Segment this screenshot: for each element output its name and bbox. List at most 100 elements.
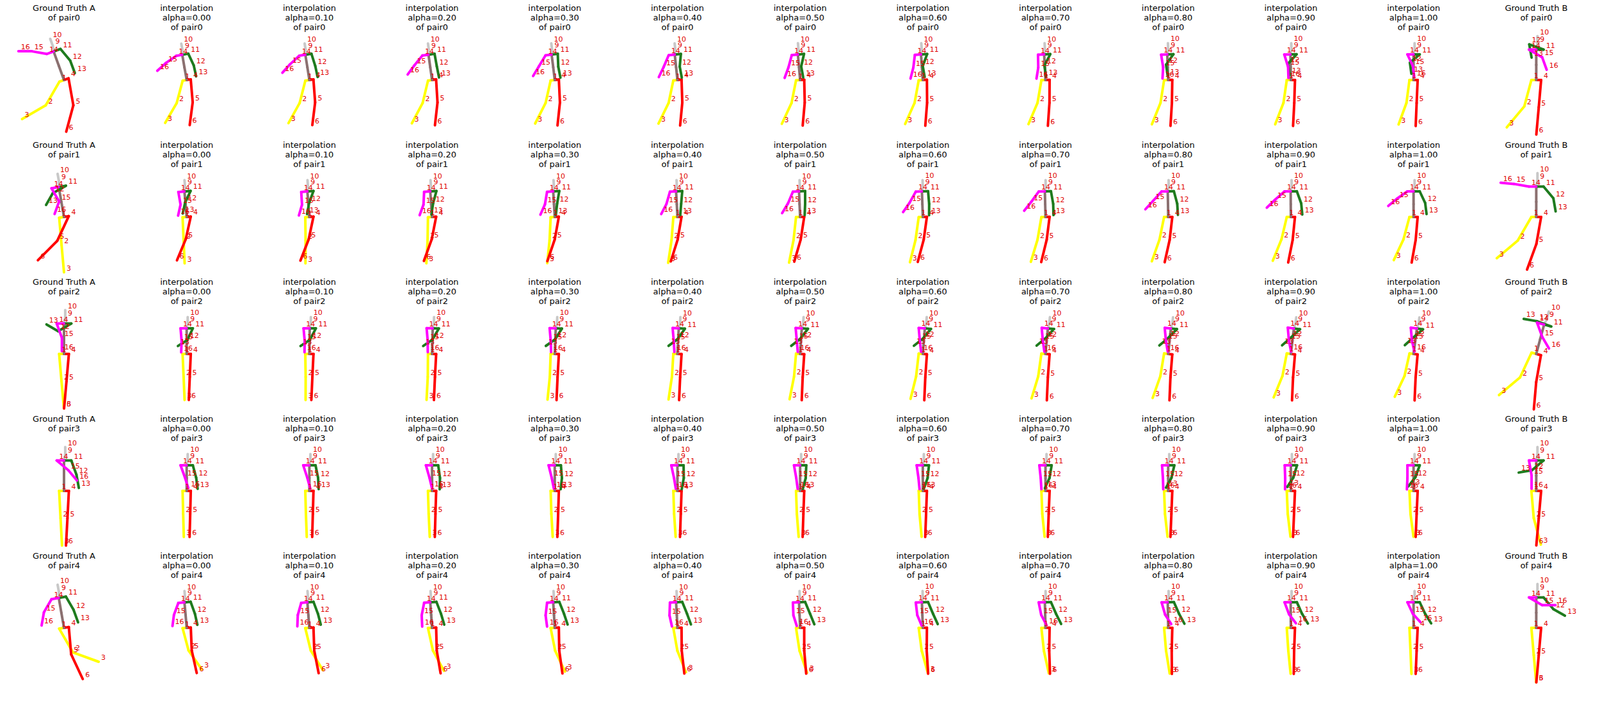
joint-number: 16 [1416, 69, 1426, 77]
skeleton-bone [53, 51, 59, 66]
joint-number: 5 [437, 369, 443, 377]
skeleton-bone [680, 102, 683, 126]
joint-number: 14 [1164, 594, 1174, 602]
joint-number: 5 [194, 642, 200, 650]
joint-number: 10 [1539, 28, 1549, 36]
skeleton-bone [190, 79, 193, 103]
joint-number: 2 [673, 232, 679, 240]
panel-title: interpolation alpha=0.70 of pair4 [1018, 551, 1072, 581]
joint-number: 11 [684, 183, 694, 191]
skeleton-bone [1275, 103, 1284, 125]
joint-number: 3 [537, 115, 543, 123]
joint-number: 2 [1167, 506, 1172, 514]
joint-number: 5 [439, 643, 444, 651]
joint-number: 16 [183, 344, 193, 352]
joint-number: 10 [801, 583, 811, 591]
joint-number: 13 [446, 616, 456, 624]
skeleton-bone [802, 102, 805, 126]
joint-number: 3 [1397, 389, 1402, 397]
joint-number: 16 [922, 481, 932, 489]
skeleton-bone [1047, 377, 1049, 401]
joint-number: 11 [808, 457, 818, 465]
joint-number: 6 [314, 529, 320, 537]
skeleton-bone [303, 465, 308, 478]
joint-number: 5 [926, 231, 931, 239]
skeleton-bone [549, 353, 551, 377]
skeleton-bone [41, 612, 45, 626]
joint-number: 14 [183, 457, 192, 465]
skeleton-bone [426, 465, 431, 478]
joint-number: 2 [924, 643, 929, 651]
joint-number: 4 [684, 620, 689, 628]
joint-number: 12 [1173, 470, 1183, 478]
joint-number: 3 [204, 661, 209, 669]
joint-number: 5 [314, 369, 320, 377]
skeleton-bone [1517, 216, 1531, 241]
joint-number: 15 [71, 462, 80, 470]
skeleton-bone [1283, 478, 1287, 490]
skeleton-bone [305, 490, 306, 514]
skeleton-bone [801, 53, 804, 67]
skeleton-bone [64, 381, 67, 409]
skeleton-bone [673, 490, 674, 514]
skeleton-bone [1405, 478, 1409, 490]
joint-number: 14 [49, 46, 59, 54]
joint-number: 3 [1501, 387, 1506, 395]
joint-number: 13 [807, 207, 816, 215]
skeleton-bone [671, 216, 674, 240]
joint-number: 5 [76, 97, 81, 105]
joint-number: 15 [676, 470, 686, 478]
joint-number: 12 [72, 53, 82, 61]
joint-number: 6 [1295, 529, 1300, 537]
skeleton-bone [46, 81, 60, 106]
joint-number: 11 [68, 588, 78, 596]
skeleton-bone [794, 353, 797, 377]
joint-number: 14 [919, 457, 928, 465]
joint-number: 11 [561, 594, 571, 602]
skeleton-bone [304, 353, 308, 377]
panel-title: interpolation alpha=0.10 of pair2 [282, 277, 336, 307]
joint-number: 1 [1534, 209, 1539, 217]
joint-number: 6 [179, 252, 185, 260]
skeleton-bone [1528, 597, 1543, 606]
joint-number: 1 [1043, 209, 1049, 217]
joint-number: 11 [1299, 183, 1309, 191]
skeleton-bone [412, 103, 424, 124]
joint-number: 5 [805, 369, 810, 377]
joint-number: 6 [1296, 666, 1302, 674]
joint-number: 16 [1039, 71, 1049, 79]
joint-number: 14 [1167, 320, 1177, 328]
skeleton-bone [61, 245, 64, 273]
skeleton-bone [1036, 67, 1039, 79]
joint-number: 11 [193, 593, 203, 601]
joint-number: 11 [931, 457, 941, 465]
joint-number: 14 [54, 180, 64, 188]
joint-number: 10 [307, 35, 317, 43]
joint-number: 12 [1427, 606, 1437, 614]
skeleton-bone [1164, 490, 1165, 514]
joint-number: 16 [1293, 343, 1303, 351]
joint-number: 2 [801, 643, 807, 651]
joint-number: 16 [1048, 617, 1058, 625]
joint-number: 12 [931, 196, 941, 204]
joint-number: 2 [917, 95, 922, 103]
skeleton-bone [1043, 191, 1048, 205]
joint-number: 5 [317, 94, 322, 102]
joint-number: 6 [926, 392, 932, 400]
joint-number: 2 [179, 95, 184, 103]
joint-number: 2 [302, 95, 307, 103]
skeleton-bone [924, 376, 926, 400]
panel-title: interpolation alpha=1.00 of pair2 [1386, 277, 1440, 307]
joint-number: 12 [686, 470, 696, 478]
joint-number: 13 [693, 616, 703, 624]
joint-number: 6 [1050, 118, 1055, 126]
joint-number: 16 [1170, 344, 1180, 352]
skeleton-bone [1407, 602, 1414, 614]
joint-number: 3 [907, 116, 912, 124]
skeleton-bone [1530, 475, 1533, 489]
joint-number: 6 [1416, 392, 1422, 400]
joint-number: 15 [799, 332, 809, 340]
joint-number: 12 [560, 58, 570, 66]
joint-number: 6 [66, 400, 72, 408]
joint-number: 16 [1551, 341, 1561, 349]
